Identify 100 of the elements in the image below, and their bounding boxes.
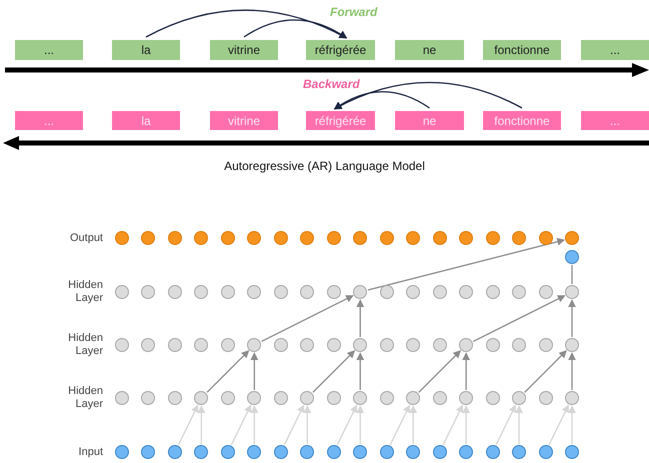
hidden-node (565, 391, 579, 405)
arrow (418, 350, 462, 393)
arrow (178, 404, 198, 446)
arrow (356, 299, 364, 337)
arrow (146, 10, 348, 39)
output-node (326, 231, 341, 245)
output-node (353, 231, 368, 245)
output-node (168, 231, 182, 245)
input-node (538, 445, 553, 459)
output-node (459, 231, 474, 245)
hidden-node (565, 338, 579, 352)
arrow (250, 352, 258, 390)
row-label: Hidden Layer (67, 332, 103, 358)
hidden-node (247, 338, 262, 352)
merge-node (565, 250, 579, 264)
hidden-node (168, 391, 182, 405)
hidden-node (274, 391, 288, 405)
hidden-node (406, 285, 420, 299)
hidden-node (326, 338, 341, 352)
input-node (194, 445, 208, 459)
hidden-node (141, 285, 156, 299)
output-node (538, 231, 553, 245)
hidden-node (380, 285, 394, 299)
hidden-node (486, 285, 500, 299)
word-box: ... (15, 111, 83, 130)
hidden-node (168, 338, 182, 352)
arrow (356, 405, 364, 444)
output-node (115, 231, 129, 245)
hidden-node (459, 391, 474, 405)
hidden-node (300, 285, 314, 299)
input-node (326, 445, 341, 459)
arrow (334, 91, 430, 110)
hidden-node (141, 391, 156, 405)
arrow (442, 404, 464, 446)
word-box: réfrigérée (306, 40, 375, 60)
output-node (512, 231, 526, 245)
arrow (515, 405, 523, 444)
row-label: Input (78, 446, 103, 459)
input-node (406, 445, 420, 459)
output-node (220, 231, 235, 245)
arrow (568, 405, 576, 444)
hidden-node (486, 338, 500, 352)
hidden-node (300, 338, 314, 352)
hidden-node (274, 338, 288, 352)
hidden-node (432, 285, 447, 299)
hidden-node (300, 391, 314, 405)
word-box: ne (395, 111, 464, 130)
input-node (300, 445, 314, 459)
input-node (380, 445, 394, 459)
arrow (334, 82, 522, 110)
output-node (486, 231, 500, 245)
input-node (459, 445, 474, 459)
input-node (512, 445, 526, 459)
input-node (486, 445, 500, 459)
input-node (115, 445, 129, 459)
input-node (565, 445, 579, 459)
output-node (380, 231, 394, 245)
arrow (524, 350, 567, 393)
arrow (390, 404, 410, 446)
arrow (198, 405, 206, 444)
arrow (244, 19, 348, 39)
arrow (356, 352, 364, 390)
word-box: ... (581, 40, 649, 60)
word-box: fonctionne (483, 111, 561, 130)
arrow (303, 405, 312, 444)
output-node (274, 231, 288, 245)
hidden-node (459, 285, 474, 299)
hidden-node (194, 338, 208, 352)
arrow (250, 405, 258, 444)
hidden-node (247, 391, 262, 405)
hidden-node (220, 285, 235, 299)
input-node (168, 445, 182, 459)
arrow (368, 238, 565, 291)
input-node (432, 445, 447, 459)
input-node (274, 445, 288, 459)
word-box: vitrine (210, 40, 278, 60)
hidden-node (432, 391, 447, 405)
hidden-node (168, 285, 182, 299)
output-node (406, 231, 420, 245)
hidden-node (194, 391, 208, 405)
hidden-node (486, 391, 500, 405)
hidden-node (247, 285, 262, 299)
hidden-node (194, 285, 208, 299)
hidden-node (512, 338, 526, 352)
hidden-node (512, 285, 526, 299)
row-label: Hidden Layer (67, 385, 103, 411)
row-label: Hidden Layer (67, 279, 103, 305)
arrow (462, 405, 470, 444)
hidden-node (274, 285, 288, 299)
hidden-node (115, 391, 129, 405)
direction-label: Backward (303, 78, 360, 91)
arrow (409, 405, 418, 444)
arrow (312, 350, 356, 393)
hidden-node (115, 285, 129, 299)
output-node (141, 231, 156, 245)
arrow (472, 295, 566, 342)
input-node (220, 445, 235, 459)
word-box: la (112, 111, 180, 130)
input-node (247, 445, 262, 459)
input-node (141, 445, 156, 459)
